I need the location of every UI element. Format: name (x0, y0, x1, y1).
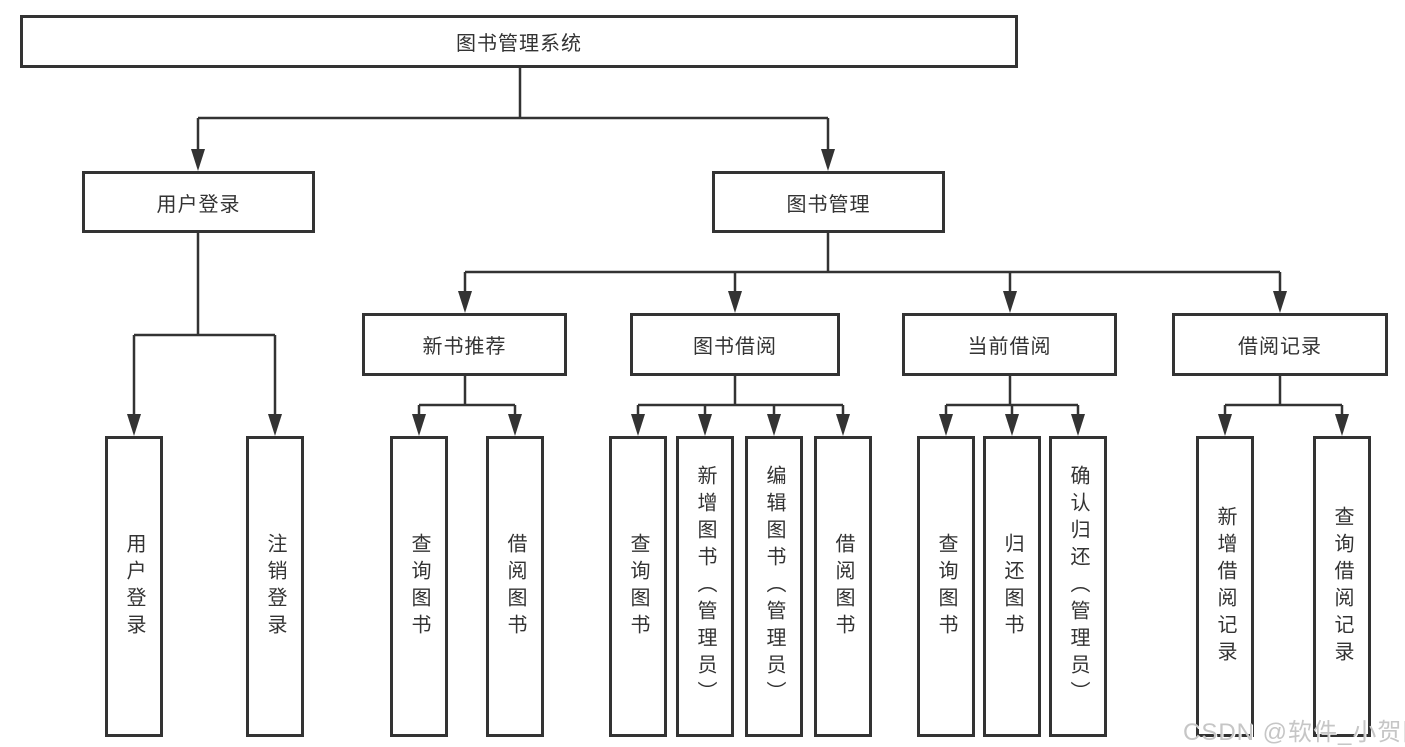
node-user-login: 用户登录 (82, 171, 315, 233)
arrowhead-icon (1005, 414, 1019, 436)
node-label: 图书管理系统 (456, 33, 582, 55)
node-label: 当前借阅 (967, 336, 1052, 358)
tree-branch-lines (134, 68, 1342, 407)
leaf-query-books: 查询图书 (390, 436, 448, 737)
arrowhead-icon (508, 414, 522, 436)
node-label: 新书推荐 (422, 336, 507, 358)
arrowhead-icon (127, 414, 141, 436)
leaf-label: 查询图书 (408, 532, 430, 641)
arrowhead-icon (268, 414, 282, 436)
leaf-edit-books-admin: 编辑图书（管理员） (745, 436, 803, 737)
arrowhead-icon (939, 414, 953, 436)
arrowhead-icon (1273, 291, 1287, 313)
leaf-confirm-return-admin: 确认归还（管理员） (1049, 436, 1107, 737)
leaf-label: 查询图书 (627, 532, 649, 641)
arrowhead-icon (1218, 414, 1232, 436)
node-current-borrowing: 当前借阅 (902, 313, 1117, 376)
node-borrowing-records: 借阅记录 (1172, 313, 1388, 376)
leaf-label: 新增借阅记录 (1214, 505, 1236, 668)
leaf-label: 确认归还（管理员） (1067, 465, 1089, 708)
node-book-borrowing: 图书借阅 (630, 313, 840, 376)
arrowhead-icon (836, 414, 850, 436)
arrowhead-icon (767, 414, 781, 436)
leaf-borrow-books: 借阅图书 (486, 436, 544, 737)
leaf-return-books: 归还图书 (983, 436, 1041, 737)
node-library-management-system: 图书管理系统 (20, 15, 1018, 68)
node-label: 借阅记录 (1238, 336, 1322, 358)
leaf-label: 新增图书（管理员） (694, 465, 716, 708)
node-new-book-recommendation: 新书推荐 (362, 313, 567, 376)
leaf-borrow-books: 借阅图书 (814, 436, 872, 737)
arrowhead-icon (1335, 414, 1349, 436)
arrowhead-icon (728, 291, 742, 313)
leaf-add-books-admin: 新增图书（管理员） (676, 436, 734, 737)
leaf-label: 注销登录 (264, 532, 286, 641)
arrowhead-icon (191, 149, 205, 171)
arrowhead-icon (412, 414, 426, 436)
leaf-query-books: 查询图书 (917, 436, 975, 737)
arrowhead-icon (698, 414, 712, 436)
node-label: 图书借阅 (693, 336, 777, 358)
arrowheads (127, 149, 1349, 436)
leaf-add-borrow-record: 新增借阅记录 (1196, 436, 1254, 737)
leaf-label: 归还图书 (1001, 532, 1023, 641)
leaf-label: 查询图书 (935, 532, 957, 641)
csdn-watermark: CSDN @软件_小贺同学 (1183, 719, 1405, 746)
leaf-user-login: 用户登录 (105, 436, 163, 737)
arrowhead-icon (1003, 291, 1017, 313)
leaf-label: 借阅图书 (832, 532, 854, 641)
leaf-label: 查询借阅记录 (1331, 505, 1353, 668)
node-label: 用户登录 (156, 193, 241, 216)
leaf-query-books: 查询图书 (609, 436, 667, 737)
leaf-label: 用户登录 (123, 532, 145, 641)
leaf-logout: 注销登录 (246, 436, 304, 737)
leaf-label: 编辑图书（管理员） (763, 465, 785, 708)
leaf-query-borrow-record: 查询借阅记录 (1313, 436, 1371, 737)
arrowhead-icon (821, 149, 835, 171)
node-label: 图书管理 (786, 193, 871, 216)
arrow-stem-lines (132, 118, 1344, 418)
node-book-management: 图书管理 (712, 171, 945, 233)
arrowhead-icon (1071, 414, 1085, 436)
leaf-label: 借阅图书 (504, 532, 526, 641)
arrowhead-icon (631, 414, 645, 436)
arrowhead-icon (458, 291, 472, 313)
